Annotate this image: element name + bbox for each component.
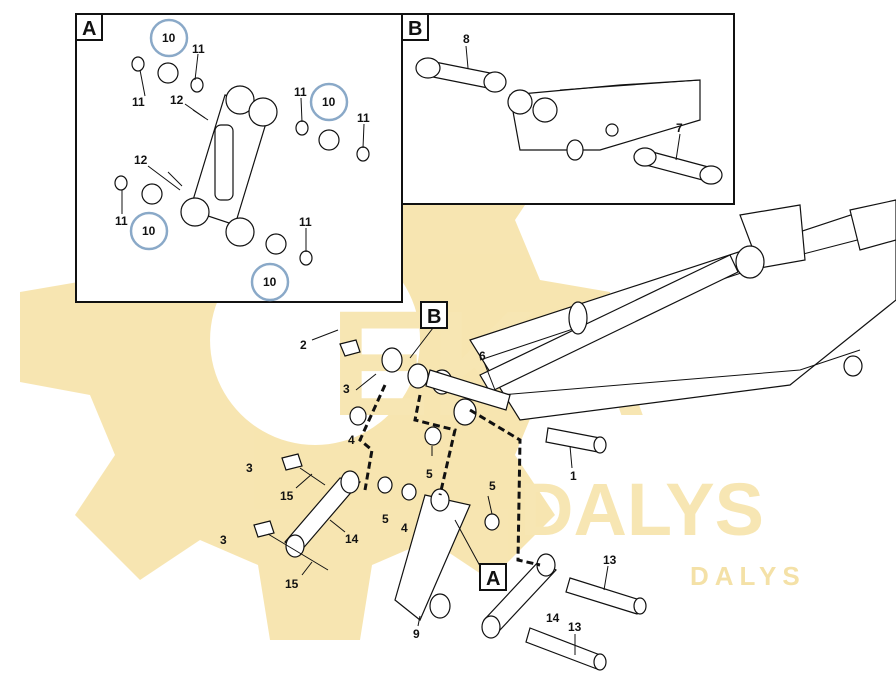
watermark-small-text: DALYS (690, 561, 806, 591)
link-assembly (253, 339, 647, 671)
callout-label: 15 (285, 577, 299, 591)
callout-label: 5 (426, 467, 433, 481)
callout-label: 13 (603, 553, 617, 567)
callout-label: 1 (570, 469, 577, 483)
callout-label: 13 (568, 620, 582, 634)
box-b-label: B (408, 18, 422, 40)
callout-label: 3 (343, 382, 350, 396)
callouts-box-b: 8 7 (463, 32, 683, 135)
callout-label: 10 (263, 275, 277, 289)
leader-lines (121, 45, 681, 655)
callout-label: 10 (162, 31, 176, 45)
callout-label: 4 (401, 521, 408, 535)
callout-label: 11 (357, 111, 370, 125)
inline-ref-b: B (409, 301, 448, 359)
callout-label: 10 (142, 224, 156, 238)
callout-label: 14 (546, 611, 560, 625)
highlight-ring (149, 18, 189, 58)
callout-label: 12 (170, 93, 184, 107)
callout-label: 15 (280, 489, 294, 503)
callout-label: 11 (294, 85, 307, 99)
highlight-ring (129, 211, 169, 251)
callout-label: 14 (345, 532, 359, 546)
boom-assembly (469, 199, 896, 421)
callouts-box-a: 10 11 11 12 11 10 11 12 11 10 11 10 (115, 18, 370, 302)
callout-label: 5 (382, 512, 389, 526)
callout-label: 9 (413, 627, 420, 641)
callouts-main: 2 3 6 4 5 1 3 15 14 5 4 5 3 15 13 14 9 1… (220, 338, 617, 641)
callout-label: 11 (192, 42, 205, 56)
ref-label-b: B (427, 306, 441, 328)
callout-label: 5 (489, 479, 496, 493)
callout-label: 11 (132, 95, 145, 109)
callout-label: 6 (479, 349, 486, 363)
callout-label: 11 (299, 215, 312, 229)
detail-box-b: B (401, 13, 735, 205)
highlight-ring (309, 82, 349, 122)
ref-label-a: A (486, 568, 500, 590)
callout-label: 11 (115, 214, 128, 228)
watermark-mid-text: DALYS (520, 468, 764, 551)
callout-label: 3 (246, 461, 253, 475)
detail-box-a: A (75, 13, 403, 303)
callout-label: 7 (676, 121, 683, 135)
callout-label: 12 (134, 153, 148, 167)
inline-ref-a: A (454, 519, 507, 591)
box-a-label: A (82, 18, 96, 40)
callout-label: 8 (463, 32, 470, 46)
callout-label: 3 (220, 533, 227, 547)
callout-label: 10 (322, 95, 336, 109)
callout-label: 4 (348, 433, 355, 447)
highlight-ring (250, 262, 290, 302)
callout-label: 2 (300, 338, 307, 352)
